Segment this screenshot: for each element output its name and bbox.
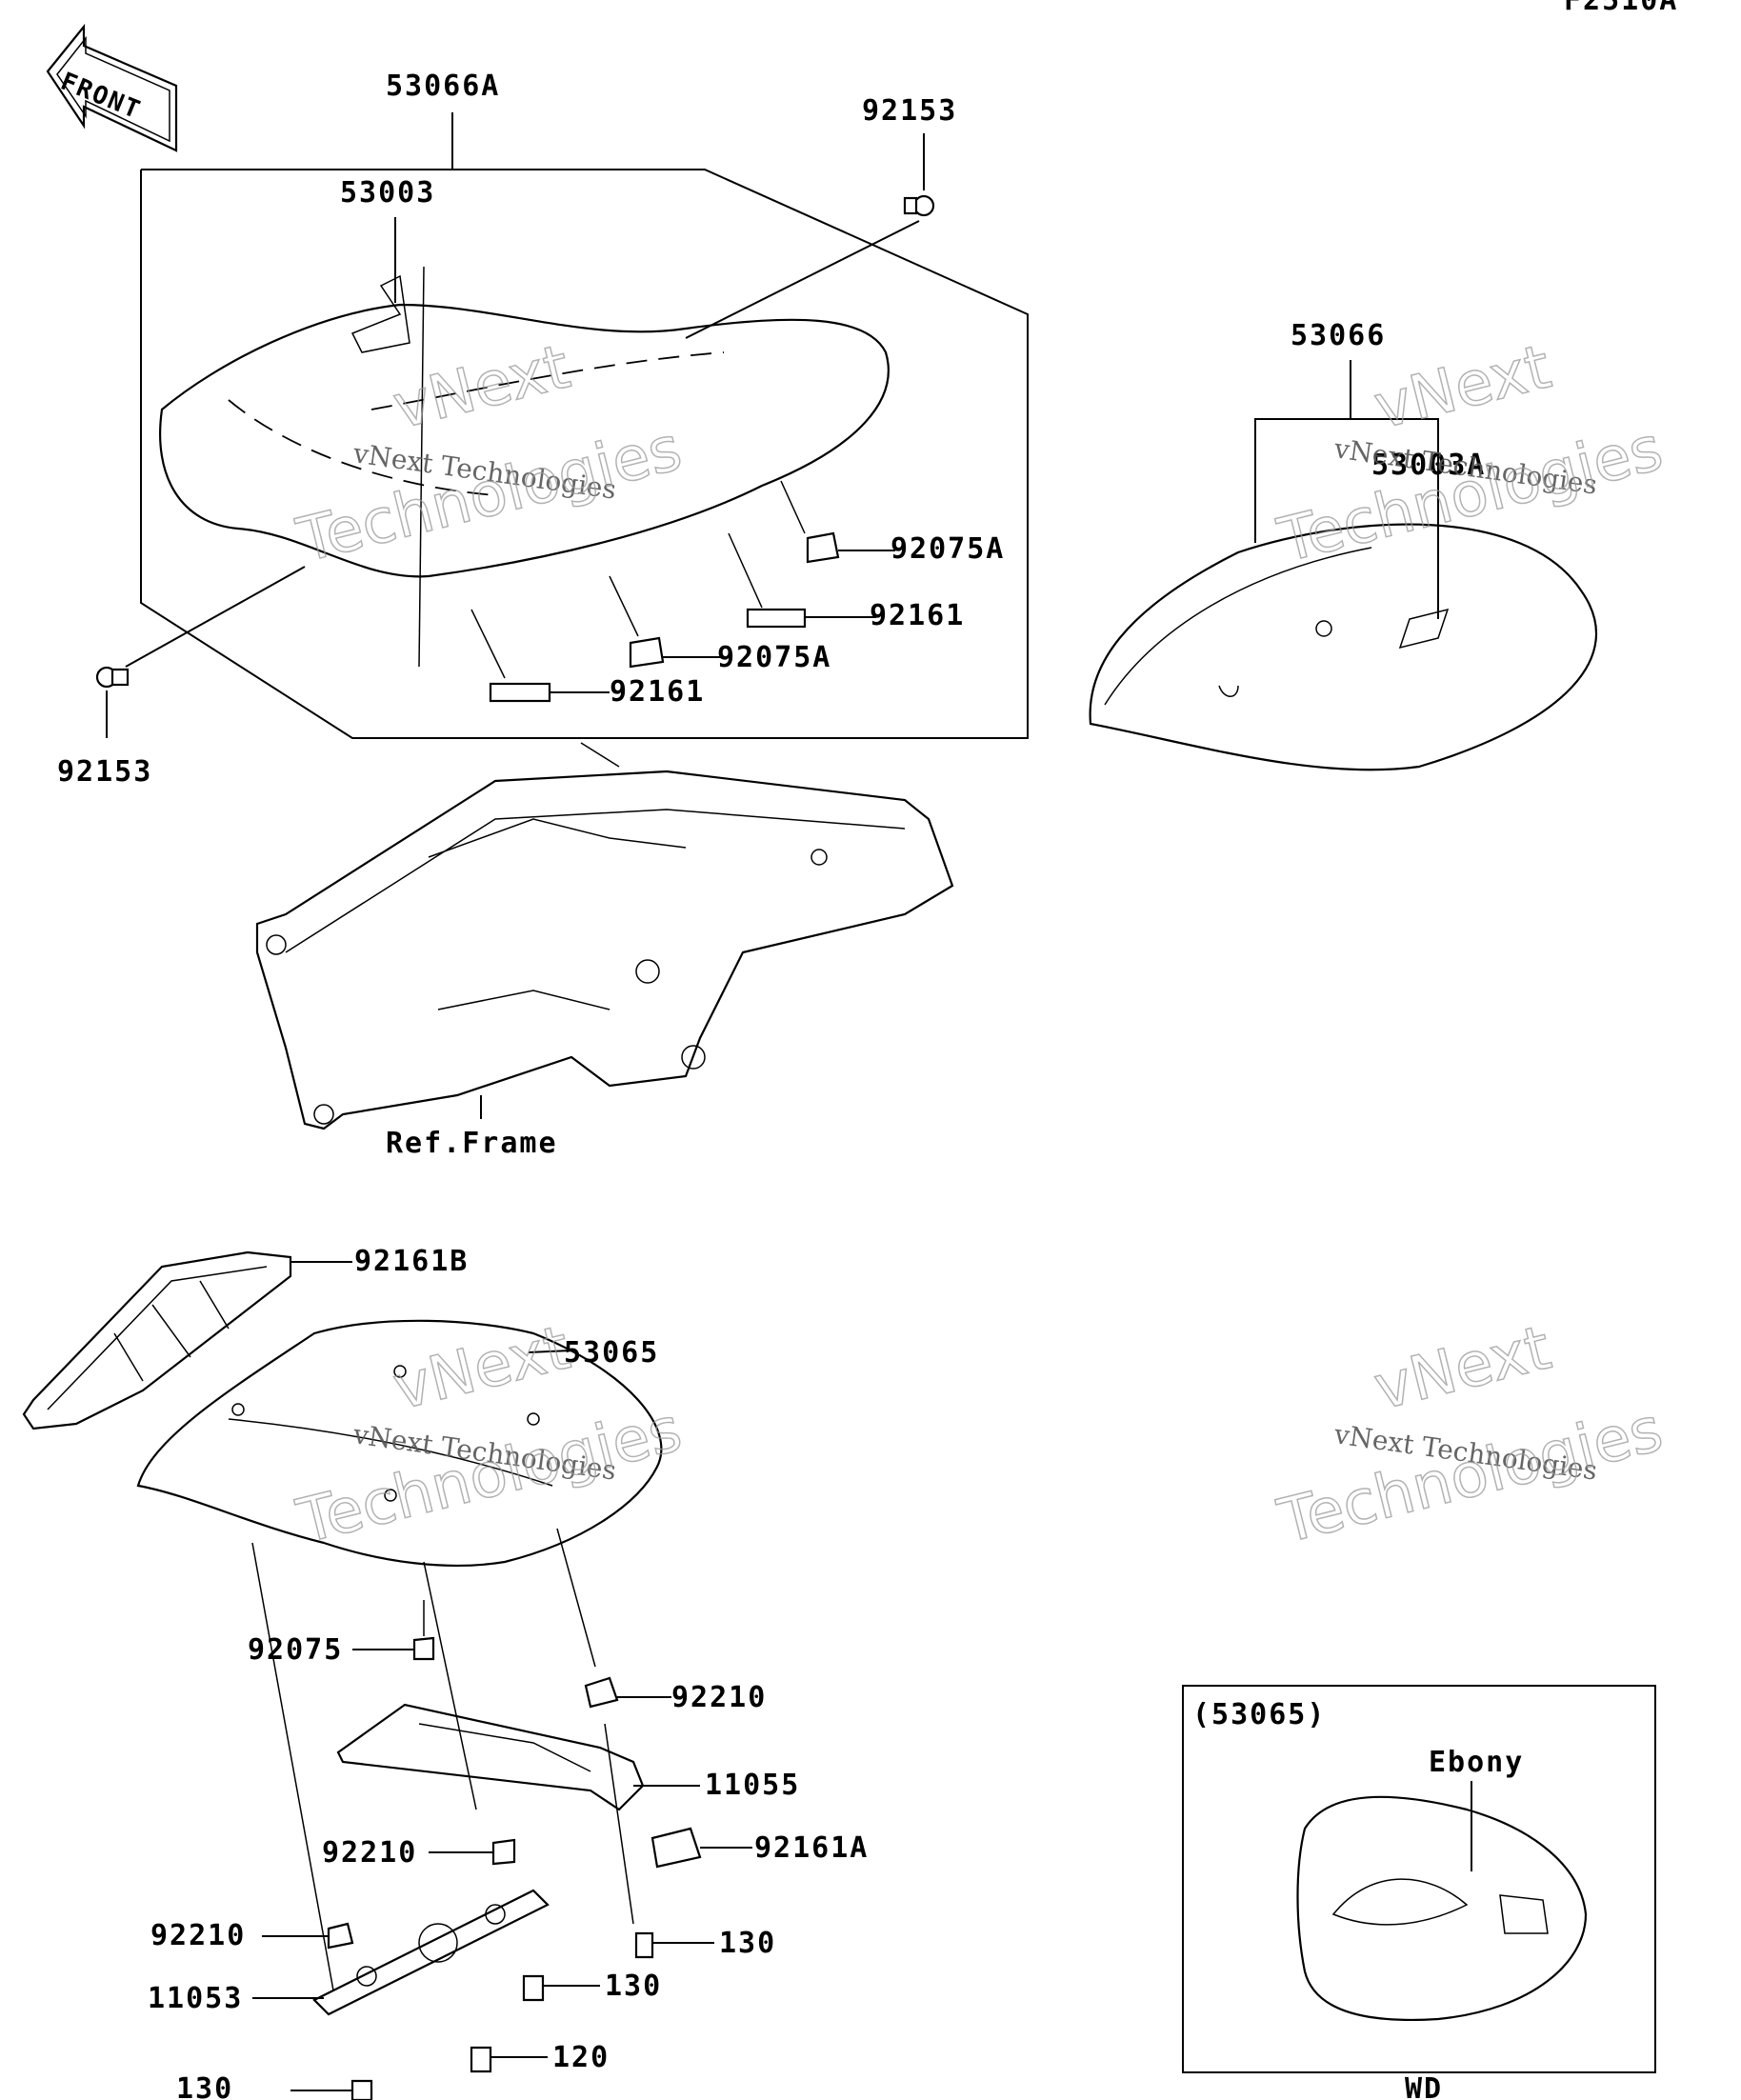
label-53066A: 53066A (386, 70, 500, 103)
rear-frame (255, 770, 954, 1130)
label-92075A-lower: 92075A (717, 641, 831, 674)
label-53066: 53066 (1291, 319, 1386, 352)
watermark-outline: vNext (1368, 331, 1557, 443)
label-53065: 53065 (564, 1336, 659, 1370)
label-11053: 11053 (148, 1982, 243, 2015)
plate-11053 (252, 1889, 550, 2016)
inset-ref-label: (53065) (1192, 1698, 1326, 1731)
label-92075A-upper: 92075A (891, 532, 1005, 566)
clip-92075A-upper (780, 480, 895, 564)
label-92161B: 92161B (354, 1245, 469, 1278)
label-11055: 11055 (705, 1769, 800, 1802)
label-53003A: 53003A (1371, 449, 1486, 482)
label-92153-top: 92153 (862, 94, 957, 128)
label-92161-lower: 92161 (610, 675, 705, 709)
inset-color-label: Ebony (1429, 1746, 1524, 1779)
inset-box (1182, 1685, 1656, 2073)
label-92153-left: 92153 (57, 755, 152, 789)
label-92210-c: 92210 (150, 1919, 246, 1952)
bracket-92161B (22, 1250, 352, 1430)
label-120: 120 (552, 2041, 610, 2074)
label-130-c: 130 (176, 2072, 233, 2100)
seat-assembly-group (95, 112, 1029, 768)
label-92210-b: 92210 (322, 1836, 417, 1870)
front-arrow-icon: FRONT (46, 23, 178, 152)
rider-seat (159, 303, 890, 578)
diagram-code: F2510A (1564, 0, 1678, 17)
label-92075: 92075 (248, 1633, 343, 1667)
screw-92153-top (685, 133, 935, 339)
pad-92161A (650, 1827, 752, 1869)
label-130-a: 130 (719, 1927, 776, 1960)
watermark-outline: vNext (1368, 1312, 1557, 1424)
bracket-11055 (336, 1703, 700, 1811)
inset-model-label: WD (1405, 2072, 1443, 2100)
label-92210-a: 92210 (671, 1681, 767, 1714)
label-130-b: 130 (605, 1970, 662, 2003)
label-53003: 53003 (340, 176, 435, 210)
screw-92153-left (95, 566, 306, 738)
label-92161-upper: 92161 (870, 599, 965, 632)
clip-92075A-lower (609, 575, 724, 669)
hardware-group (251, 1528, 714, 2100)
label-92161A: 92161A (754, 1831, 869, 1865)
clip-92161-lower (470, 609, 610, 703)
seat-cover-53065 (136, 1319, 663, 1568)
seat-cowl-53066 (1089, 360, 1598, 771)
label-ref-frame: Ref.Frame (386, 1127, 558, 1160)
clip-92161-upper (728, 532, 876, 629)
watermark-outline: Technologies (1271, 1394, 1670, 1558)
